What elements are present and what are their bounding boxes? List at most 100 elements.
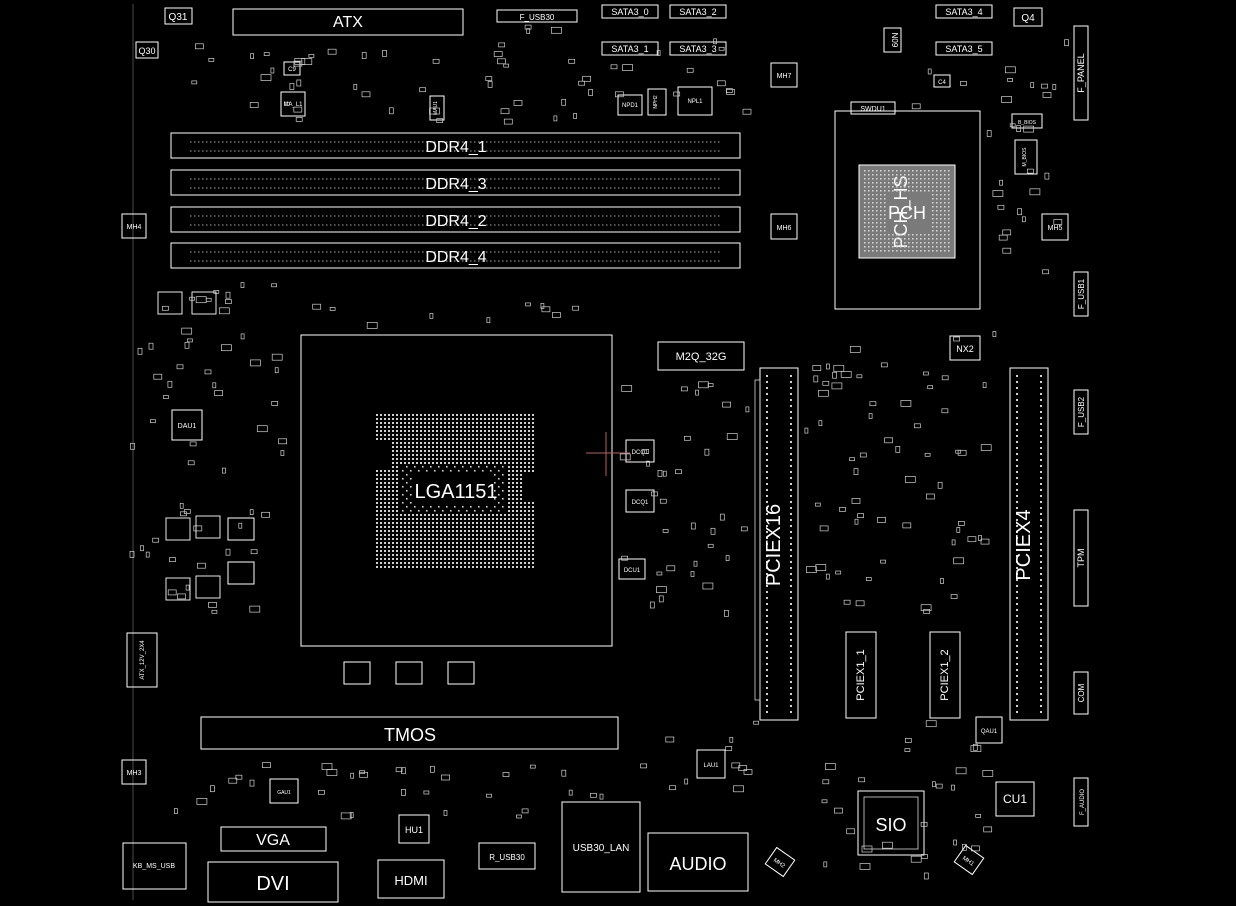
svg-text:F_USB2: F_USB2: [1077, 396, 1086, 427]
svg-text:CU1: CU1: [1003, 792, 1027, 806]
svg-text:SATA3_0: SATA3_0: [611, 7, 648, 17]
nx2-component: NX2: [949, 335, 981, 361]
svg-text:SATA3_1: SATA3_1: [611, 44, 648, 54]
svg-text:MA_L1: MA_L1: [283, 102, 303, 108]
dcq1-a-component: DCQ1: [625, 439, 655, 463]
svg-text:ATX_12V_2X4: ATX_12V_2X4: [140, 640, 146, 680]
cu1-component: CU1: [995, 781, 1035, 817]
b-bios-chip: B_BIOS: [1011, 113, 1043, 129]
svg-text:PCH_HS: PCH_HS: [891, 175, 912, 248]
svg-text:SWDU1: SWDU1: [860, 106, 885, 113]
npl1-component: NPL1: [677, 86, 713, 116]
sio-chip: SIO: [857, 790, 925, 856]
atx-12v-connector: ATX_12V_2X4: [126, 632, 158, 688]
qau1-component: QAU1: [975, 716, 1003, 744]
sata3-1-connector: SATA3_1: [601, 41, 659, 56]
svg-text:QAU1: QAU1: [981, 729, 998, 735]
m2q-32g-slot: M2Q_32G: [657, 341, 745, 371]
lga1151-socket: LGA1151: [300, 334, 613, 647]
svg-text:Q4: Q4: [1021, 13, 1035, 24]
sata3-2-connector: SATA3_2: [669, 4, 727, 19]
svg-text:Q30: Q30: [138, 46, 155, 56]
pch-chip: PCH PCH_HS: [858, 164, 956, 259]
dcu1-component: DCU1: [618, 558, 646, 580]
swdu1-component: SWDU1: [850, 101, 896, 115]
svg-text:N09: N09: [890, 33, 899, 48]
gau1-component: GAU1: [269, 778, 299, 804]
svg-text:LAU1: LAU1: [703, 763, 719, 769]
svg-text:GAU1: GAU1: [277, 790, 291, 796]
sata3-0-connector: SATA3_0: [601, 4, 659, 19]
mh6-hole: MH6: [770, 213, 798, 240]
svg-text:MH7: MH7: [777, 73, 792, 80]
svg-text:VGA: VGA: [256, 832, 290, 849]
hdmi-connector: HDMI: [377, 859, 445, 899]
svg-text:M_BIOS: M_BIOS: [1022, 147, 1028, 167]
svg-text:DCQ1: DCQ1: [632, 450, 649, 456]
svg-text:C9: C9: [288, 67, 296, 73]
svg-text:AUDIO: AUDIO: [669, 854, 726, 874]
q30-component: Q30: [135, 41, 159, 59]
svg-text:DCQ1: DCQ1: [632, 500, 649, 506]
ddr4-3-slot: DDR4_3: [170, 169, 741, 196]
svg-text:TPM: TPM: [1076, 549, 1086, 568]
q4-component: Q4: [1013, 7, 1043, 27]
svg-text:B_BIOS: B_BIOS: [1018, 120, 1037, 126]
svg-text:DDR4_3: DDR4_3: [425, 176, 486, 193]
pciex16-slot: PCIEX16: [754, 367, 799, 721]
svg-text:PCIEX1_2: PCIEX1_2: [939, 649, 951, 700]
hu1-component: HU1: [398, 814, 430, 844]
sata3-5-connector: SATA3_5: [935, 41, 993, 56]
dcq1-b-component: DCQ1: [625, 489, 655, 513]
svg-text:DDR4_2: DDR4_2: [425, 213, 486, 230]
c9-component: C9: [283, 61, 301, 76]
svg-text:HU1: HU1: [405, 825, 423, 835]
svg-text:MH5: MH5: [1048, 225, 1063, 232]
svg-text:DDR4_1: DDR4_1: [425, 139, 486, 156]
svg-text:HDMI: HDMI: [394, 873, 427, 888]
svg-text:TMOS: TMOS: [384, 725, 436, 745]
svg-text:ATX: ATX: [333, 14, 363, 31]
ddr4-2-slot: DDR4_2: [170, 206, 741, 233]
svg-text:NX2: NX2: [956, 344, 974, 354]
mh7-hole: MH7: [770, 62, 798, 88]
crosshair-marker: [586, 432, 630, 476]
q31-component: Q31: [164, 7, 193, 25]
svg-text:DAU1: DAU1: [178, 423, 197, 430]
mh4-hole: MH4: [121, 213, 147, 239]
svg-text:M2Q_32G: M2Q_32G: [676, 351, 727, 363]
svg-text:F_PANEL: F_PANEL: [1076, 53, 1086, 92]
svg-text:SATA3_3: SATA3_3: [679, 44, 716, 54]
mh5-hole: MH5: [1041, 213, 1069, 241]
f-audio-header: F_AUDIO: [1073, 777, 1089, 827]
audio-connector: AUDIO: [647, 832, 749, 892]
svg-text:DCU1: DCU1: [624, 568, 641, 574]
dvi-connector: DVI: [207, 861, 339, 903]
tmos-connector: TMOS: [200, 716, 619, 750]
svg-text:SIO: SIO: [875, 815, 906, 835]
usb30-lan-connector: USB30_LAN: [561, 801, 641, 893]
lau1-component: LAU1: [696, 749, 726, 779]
svg-text:NPH2: NPH2: [653, 95, 659, 109]
svg-text:USB30_LAN: USB30_LAN: [573, 843, 630, 854]
svg-text:F_AUDIO: F_AUDIO: [1080, 789, 1086, 815]
svg-text:PCH: PCH: [888, 203, 926, 223]
svg-text:NPL1: NPL1: [687, 99, 703, 105]
r-usb30-header: R_USB30: [478, 842, 536, 870]
svg-text:SATA3_2: SATA3_2: [679, 7, 716, 17]
svg-text:PCIEX16: PCIEX16: [763, 504, 785, 586]
svg-text:LGA1151: LGA1151: [414, 481, 497, 503]
svg-text:DDR4_4: DDR4_4: [425, 249, 486, 266]
sata3-3-connector: SATA3_3: [669, 41, 727, 56]
atx-connector: ATX: [232, 8, 464, 36]
svg-text:Q31: Q31: [169, 12, 188, 23]
small-components: [129, 24, 1069, 880]
sata3-4-connector: SATA3_4: [935, 4, 993, 19]
pch-heatsink: [834, 110, 981, 310]
nph2-component: NPH2: [647, 88, 667, 116]
ddr4-1-slot: DDR4_1: [170, 132, 741, 159]
svg-text:KB_MS_USB: KB_MS_USB: [133, 863, 175, 870]
svg-text:PCIEX1_1: PCIEX1_1: [855, 649, 867, 700]
f-usb1-header: F_USB1: [1073, 271, 1089, 317]
